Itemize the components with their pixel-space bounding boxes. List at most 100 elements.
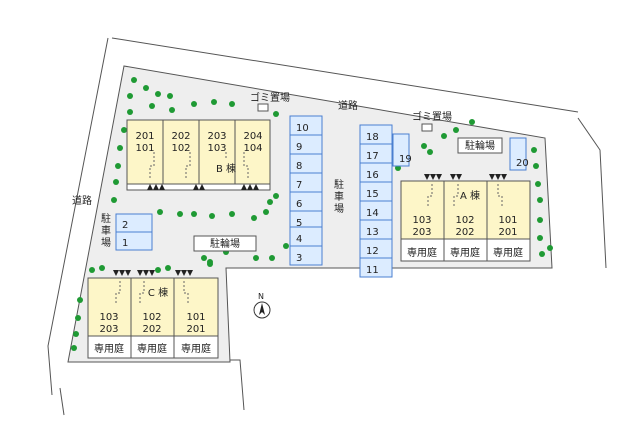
parking-b-15-number: 15 [366,189,379,200]
tree-38 [535,181,541,187]
a-garden-strip [400,238,531,262]
building-a-footprint [400,180,531,240]
unit-a-3-top: 101 [498,215,517,226]
parking-left-2-number: 2 [122,220,128,231]
road-line-top-outer [111,37,579,113]
entrance-triangle-2 [159,184,165,190]
tree-group [71,77,553,351]
parking-left-1-number: 1 [122,238,128,249]
parking-center-char-2: 車 [334,190,344,203]
tree-55 [283,243,289,249]
parking-b-11-number: 11 [366,265,379,276]
tree-7 [169,107,175,113]
parking-left-char-3: 場 [101,236,111,249]
unit-a-2-bottom: 202 [455,227,474,238]
tree-0 [131,77,137,83]
road-line-bottom [70,359,245,411]
parking-b-13-number: 13 [366,227,379,238]
entrance-triangle-23 [181,270,187,276]
tree-45 [75,315,81,321]
tree-42 [539,251,545,257]
parking-left-char-2: 車 [101,224,111,237]
entrance-triangle-19 [137,270,143,276]
garden-a-1: 専用庭 [407,246,437,259]
c-garden-strip [87,335,219,359]
tree-2 [155,91,161,97]
stairs-dashes [115,281,189,305]
entrance-triangle-21 [149,270,155,276]
tree-16 [111,197,117,203]
tree-1 [143,85,149,91]
entrance-triangle-10 [436,174,442,180]
tree-37 [533,163,539,169]
unit-a-1-top: 103 [412,215,431,226]
tree-24 [177,211,183,217]
unit-c-1-top: 103 [99,312,118,323]
parking-a-4-space [289,226,323,247]
entrance-triangle-15 [501,174,507,180]
unit-b-4-bottom: 104 [243,143,262,154]
tree-29 [421,143,427,149]
tree-31 [441,133,447,139]
parking-19-space [392,133,410,167]
compass-icon: N [253,292,271,319]
parking-b-11-space [359,257,393,278]
parking-center-char-3: 場 [334,202,344,215]
road-line-left-outer [47,37,109,396]
tree-54 [269,255,275,261]
tree-25 [157,209,163,215]
tree-47 [71,345,77,351]
entrance-triangle-22 [175,270,181,276]
parking-a-9-space [289,134,323,155]
tree-22 [209,213,215,219]
tree-8 [191,101,197,107]
tree-6 [149,103,155,109]
tree-44 [77,297,83,303]
unit-b-3-bottom: 103 [207,143,226,154]
entrance-triangle-20 [143,270,149,276]
road-top-label: 道路 [338,99,358,112]
parking-a-10-number: 10 [296,123,309,134]
entrance-triangle-12 [456,174,462,180]
parking-b-12-number: 12 [366,246,379,257]
tree-18 [273,193,279,199]
entrance-triangle-6 [247,184,253,190]
tree-41 [537,235,543,241]
tree-5 [127,109,133,115]
tree-19 [263,209,269,215]
compass-label: N [258,292,264,301]
tree-50 [155,267,161,273]
garden-c-1: 専用庭 [94,342,124,355]
entrance-triangle-13 [489,174,495,180]
garden-a-3: 専用庭 [493,246,523,259]
parking-left-char-1: 駐 [101,212,111,225]
entrance-triangle-7 [253,184,259,190]
parking-20-space [509,137,527,171]
unit-b-3-top: 203 [207,131,226,142]
parking-b-14-number: 14 [366,208,379,219]
building-b-label: B 棟 [216,162,236,175]
tree-21 [229,211,235,217]
tree-14 [115,163,121,169]
road-line-right [577,117,607,269]
building-a-label: A 棟 [460,189,480,202]
building-c: C 棟 103 203 102 202 101 201 専用庭 専用庭 専用庭 [87,277,219,359]
parking-a-9-number: 9 [296,142,302,153]
tree-10 [229,101,235,107]
parking-a-6-space [289,191,323,212]
tree-30 [427,149,433,155]
road-line-bottom-left [59,387,65,416]
entrance-triangle-3 [193,184,199,190]
parking-a-6-number: 6 [296,199,302,210]
building-a: A 棟 103 203 102 202 101 201 専用庭 専用庭 専用庭 [400,180,531,262]
unit-c-2-bottom: 202 [142,324,161,335]
building-b: 201 101 202 102 203 103 204 104 B 棟 [126,119,271,191]
parking-20-number: 20 [516,158,529,169]
parking-a-3-space [289,245,323,266]
tree-23 [191,211,197,217]
unit-b-1-top: 201 [135,131,154,142]
unit-c-3-bottom: 201 [186,324,205,335]
stairs-dashes [149,152,249,178]
unit-b-4-top: 204 [243,131,262,142]
tree-53 [253,255,259,261]
